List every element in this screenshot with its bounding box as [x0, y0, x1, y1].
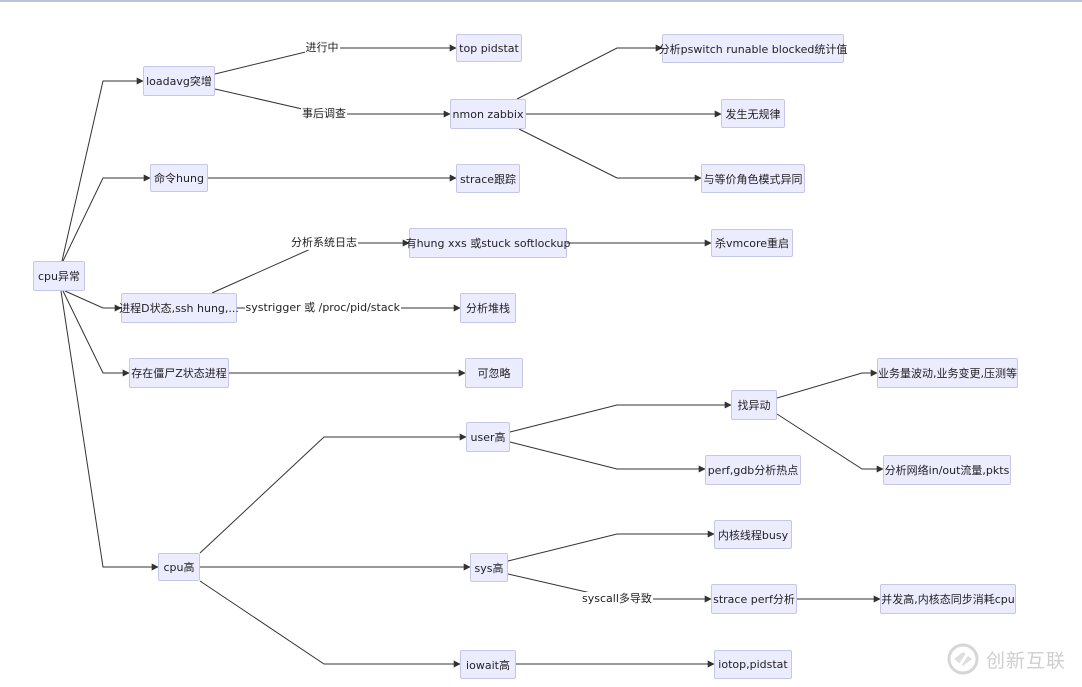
edge-sys-kthread [507, 530, 715, 562]
edge-root-hung [62, 174, 151, 262]
node-toppidstat: top pidstat [456, 34, 522, 62]
edge-findchange-netflow [776, 413, 884, 473]
node-user: user高 [466, 422, 510, 452]
node-straceperf: strace perf分析 [711, 584, 797, 614]
node-concurrency: 并发高,内核态同步消耗cpu [880, 584, 1016, 614]
node-iowait: iowait高 [460, 650, 516, 679]
node-stack: 分析堆栈 [460, 293, 516, 323]
edge-root-zombie [62, 290, 130, 377]
edge-label-dstate-softlockup: 分析系统日志 [290, 236, 358, 250]
edge-label-loadavg-nmon: 事后调查 [301, 107, 347, 121]
edge-findchange-bizchange [776, 369, 878, 399]
node-loadavg: loadavg突增 [143, 66, 215, 96]
node-bizchange: 业务量波动,业务变更,压测等 [877, 358, 1018, 388]
node-kthread: 内核线程busy [714, 520, 792, 549]
edge-user-findchange [509, 401, 732, 433]
node-sys: sys高 [470, 553, 508, 582]
node-root: cpu异常 [33, 261, 85, 291]
node-strace: strace跟踪 [456, 164, 520, 193]
brand-logo-icon [947, 643, 979, 675]
node-cpuhigh: cpu高 [158, 553, 200, 581]
edge-dstate-softlockup [211, 239, 410, 294]
edge-label-loadavg-toppidstat: 进行中 [304, 41, 340, 55]
edge-nmon-peer [518, 128, 702, 182]
edge-root-dstate [64, 290, 122, 312]
edge-root-cpuhigh [60, 290, 159, 571]
edge-cpuhigh-user [199, 433, 467, 554]
node-vmcore: 杀vmcore重启 [711, 229, 793, 257]
edge-user-perfgdb [509, 441, 706, 473]
watermark: 创新互联 [946, 640, 1076, 678]
node-zombie: 存在僵尸Z状态进程 [129, 358, 229, 388]
top-border [0, 0, 1082, 2]
edge-label-dstate-stack: systrigger 或 /proc/pid/stack [244, 301, 401, 315]
node-pswitch: 分析pswitch runable blocked统计值 [659, 34, 847, 63]
node-softlockup: 有hung xxs 或stuck softlockup [406, 228, 570, 258]
node-iotop: iotop,pidstat [714, 650, 792, 679]
node-perfgdb: perf,gdb分析热点 [705, 455, 801, 485]
node-netflow: 分析网络in/out流量,pkts [883, 455, 1011, 485]
edge-nmon-pswitch [516, 44, 663, 100]
node-findchange: 找异动 [731, 390, 777, 420]
edge-label-sys-straceperf: syscall多导致 [581, 592, 653, 606]
node-ignore: 可忽略 [465, 358, 523, 388]
node-norule: 发生无规律 [721, 99, 785, 128]
edge-root-loadavg [61, 77, 144, 262]
edge-cpuhigh-iowait [199, 580, 461, 668]
node-hung: 命令hung [150, 164, 208, 192]
node-peer: 与等价角色模式异同 [701, 164, 805, 193]
node-nmon: nmon zabbix [450, 99, 526, 129]
node-dstate: 进程D状态,ssh hung,... [119, 293, 239, 323]
watermark-text: 创新互联 [986, 649, 1067, 672]
